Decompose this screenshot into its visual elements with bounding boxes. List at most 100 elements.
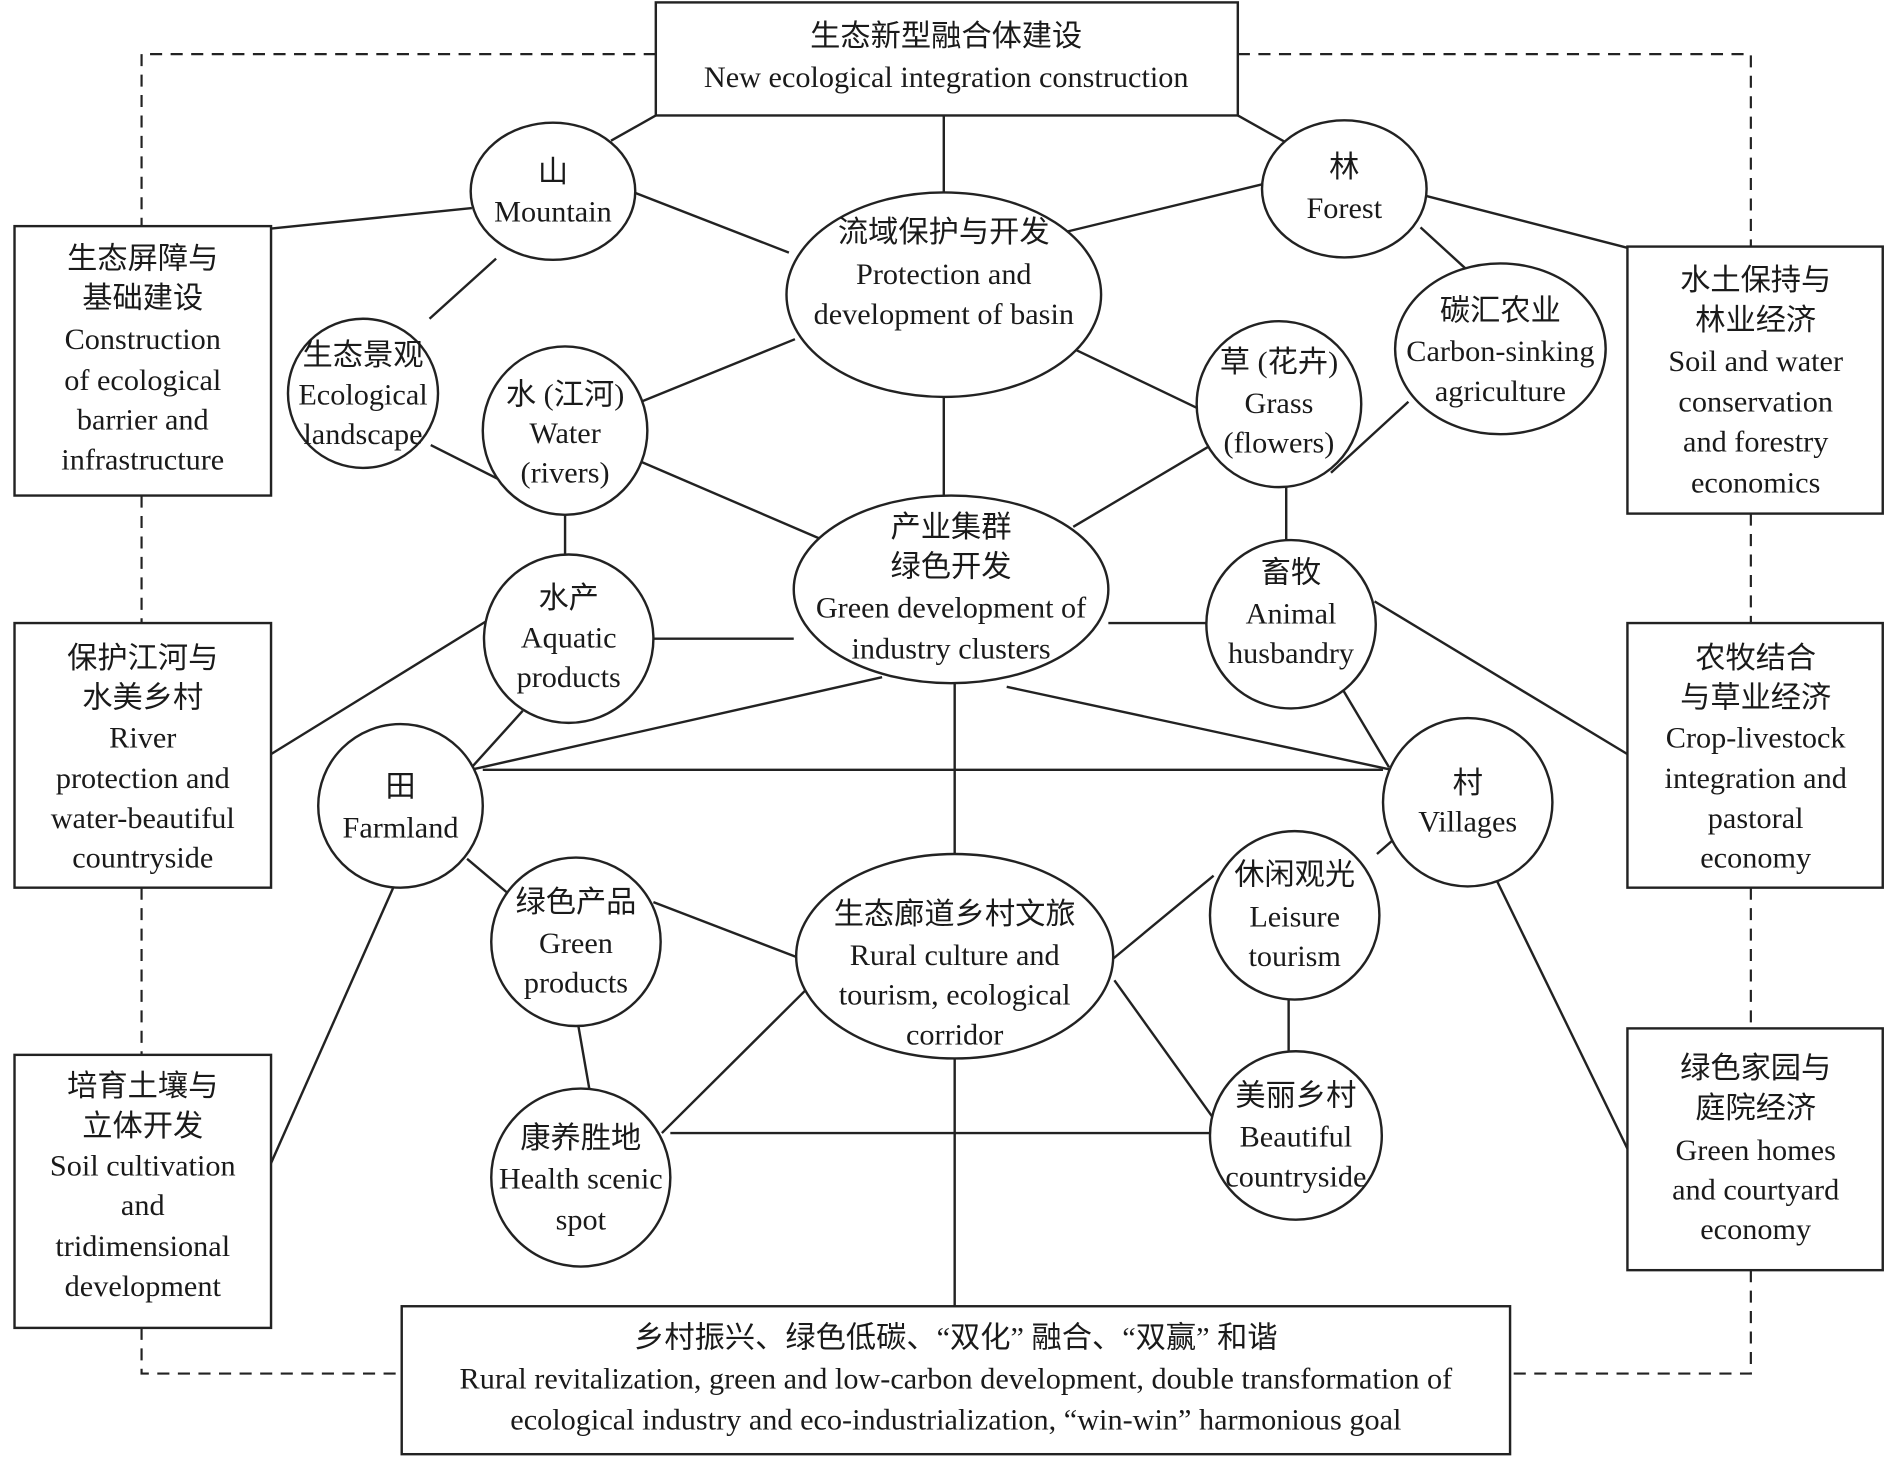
dashed-frame bbox=[140, 53, 1752, 1375]
connector-line bbox=[1006, 685, 1392, 771]
node-text: 绿色开发 bbox=[891, 550, 1012, 584]
connector-line bbox=[1373, 600, 1629, 756]
right-box-crop-livestock: 农牧结合 与草业经济 Crop-livestock integration an… bbox=[1626, 621, 1884, 889]
connector-line bbox=[652, 900, 798, 959]
node-shape bbox=[469, 121, 637, 262]
right-box-green-homes: 绿色家园与 庭院经济 Green homes and courtyard eco… bbox=[1626, 1027, 1884, 1272]
node-shape bbox=[490, 856, 662, 1028]
connector-line bbox=[661, 985, 811, 1134]
node-text: spot bbox=[556, 1203, 607, 1237]
box-text: and forestry bbox=[1683, 424, 1828, 458]
node-text: 水产 bbox=[538, 581, 598, 615]
node-text: 村 bbox=[1453, 766, 1483, 800]
node-text: Rural culture and bbox=[850, 938, 1060, 972]
connector-line bbox=[466, 857, 508, 894]
node-shape bbox=[1393, 262, 1607, 436]
node-text: Aquatic bbox=[521, 621, 617, 655]
box-text: economics bbox=[1691, 465, 1820, 499]
connector-line bbox=[1072, 444, 1212, 528]
box-text: 林业经济 bbox=[1695, 303, 1816, 337]
connectors bbox=[269, 114, 1629, 1307]
node-shape bbox=[482, 553, 655, 725]
node-basin: 流域保护与开发 Protection and development of ba… bbox=[785, 191, 1103, 399]
node-shape bbox=[286, 317, 440, 470]
connector-line bbox=[610, 114, 657, 142]
node-text: 畜牧 bbox=[1261, 556, 1321, 590]
node-mountain: 山 Mountain bbox=[469, 121, 637, 262]
node-villages: 村 Villages bbox=[1381, 716, 1554, 888]
node-text: Grass bbox=[1245, 386, 1314, 420]
box-text: Soil and water bbox=[1668, 344, 1843, 378]
box-text: tridimensional bbox=[55, 1229, 230, 1263]
node-text: Ecological bbox=[298, 378, 427, 412]
node-text: 草 (花卉) bbox=[1220, 345, 1338, 379]
node-text: 水 (江河) bbox=[506, 378, 624, 412]
node-forest: 林 Forest bbox=[1260, 119, 1428, 259]
node-text: (flowers) bbox=[1224, 426, 1335, 460]
node-farmland: 田 Farmland bbox=[317, 722, 484, 889]
node-aquatic-products: 水产 Aquatic products bbox=[482, 553, 655, 725]
node-text: 田 bbox=[385, 770, 415, 804]
node-text: products bbox=[524, 966, 628, 1000]
box-frame bbox=[13, 224, 273, 497]
connector-line bbox=[1064, 182, 1264, 234]
node-text: 流域保护与开发 bbox=[838, 215, 1050, 249]
top-goal-box: 生态新型融合体建设 New ecological integration con… bbox=[654, 1, 1240, 117]
box-text: 水土保持与 bbox=[1680, 263, 1831, 297]
dashed-line-bottom-left bbox=[140, 1327, 402, 1375]
connector-line bbox=[270, 206, 473, 230]
node-text: Forest bbox=[1306, 191, 1382, 225]
node-text: products bbox=[517, 660, 621, 694]
node-text: Villages bbox=[1418, 805, 1517, 839]
node-shape bbox=[1208, 1050, 1384, 1221]
connector-line bbox=[577, 1025, 591, 1089]
box-text: and bbox=[121, 1188, 165, 1222]
box-text: 保护江河与 bbox=[67, 641, 218, 675]
node-text: countryside bbox=[1225, 1159, 1366, 1193]
node-text: Green bbox=[539, 926, 613, 960]
node-text: 休闲观光 bbox=[1234, 857, 1355, 891]
left-box-soil-cultivation: 培育土壤与 立体开发 Soil cultivation and tridimen… bbox=[13, 1053, 273, 1330]
node-text: landscape bbox=[303, 417, 422, 451]
node-text: corridor bbox=[906, 1017, 1003, 1051]
box-frame bbox=[1626, 1027, 1884, 1272]
box-text: of ecological bbox=[64, 363, 221, 397]
box-frame bbox=[13, 1053, 273, 1330]
node-text: Mountain bbox=[494, 195, 612, 229]
node-green-products: 绿色产品 Green products bbox=[490, 856, 662, 1028]
box-text: Construction bbox=[65, 322, 221, 356]
connector-line bbox=[1494, 877, 1629, 1150]
box-text: conservation bbox=[1678, 385, 1833, 419]
node-ecological-corridor: 生态廊道乡村文旅 Rural culture and tourism, ecol… bbox=[794, 852, 1115, 1060]
node-text: Carbon-sinking bbox=[1406, 334, 1594, 368]
node-text: Leisure bbox=[1249, 900, 1340, 934]
box-text: Crop-livestock bbox=[1666, 720, 1847, 754]
connector-line bbox=[428, 257, 497, 320]
box-text: 培育土壤与 bbox=[67, 1069, 218, 1103]
node-text: development of basin bbox=[814, 297, 1074, 331]
node-text: industry clusters bbox=[851, 631, 1050, 665]
connector-line bbox=[1237, 114, 1286, 143]
node-text: Beautiful bbox=[1240, 1120, 1353, 1154]
box-text: countryside bbox=[72, 841, 213, 875]
box-text: River bbox=[109, 720, 176, 754]
node-text: 山 bbox=[538, 155, 568, 189]
box-text: economy bbox=[1700, 841, 1811, 875]
node-text: 林 bbox=[1329, 150, 1359, 184]
node-industry-clusters: 产业集群 绿色开发 Green development of industry … bbox=[792, 494, 1110, 685]
node-text: 康养胜地 bbox=[520, 1121, 641, 1155]
dashed-line-top-right bbox=[1237, 53, 1752, 247]
node-text: 生态景观 bbox=[303, 338, 424, 372]
node-text: tourism bbox=[1248, 939, 1340, 973]
node-shape bbox=[785, 191, 1103, 399]
dashed-line-bottom-right bbox=[1510, 1270, 1752, 1375]
box-frame bbox=[1626, 621, 1884, 889]
box-text: 庭院经济 bbox=[1695, 1091, 1816, 1125]
connector-line bbox=[1419, 226, 1468, 271]
box-text: infrastructure bbox=[61, 443, 224, 477]
connector-line bbox=[1112, 874, 1215, 960]
node-water: 水 (江河) Water (rivers) bbox=[481, 345, 649, 517]
node-shape bbox=[1195, 319, 1363, 489]
dashed-line-top-left bbox=[140, 53, 656, 227]
